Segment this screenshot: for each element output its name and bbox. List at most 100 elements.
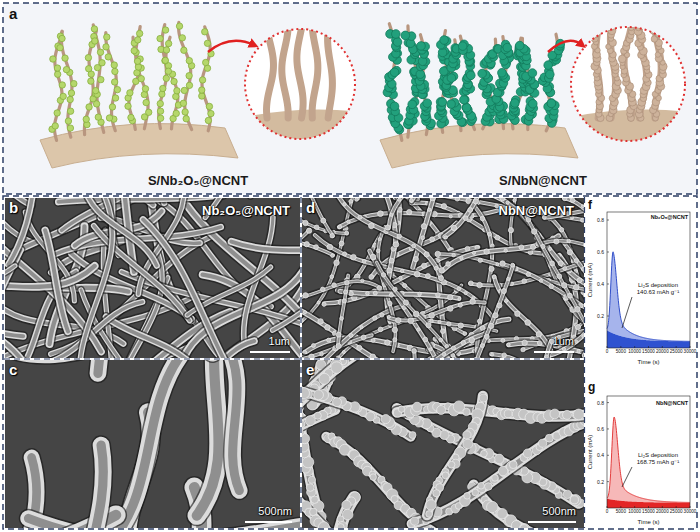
illustration-circle (445, 345, 448, 348)
illustration-circle (343, 203, 346, 206)
illustration-path (143, 219, 255, 358)
illustration-circle (381, 415, 390, 424)
illustration-circle (545, 434, 553, 442)
zoomed-nanotube (282, 18, 288, 118)
illustration-circle (425, 274, 430, 279)
illustration-circle (336, 343, 341, 348)
illustration-circle (319, 373, 330, 384)
illustration-circle (463, 408, 470, 415)
illustration-path (427, 396, 483, 515)
illustration-path (224, 360, 239, 491)
illustration-path (143, 219, 255, 358)
illustration-circle (581, 205, 584, 208)
illustration-circle (507, 343, 511, 347)
nanoparticle (52, 123, 58, 129)
zoom-view (566, 15, 690, 145)
nanoparticle (183, 116, 189, 122)
illustration-circle (481, 450, 488, 457)
illustration-path (302, 198, 333, 236)
nanoparticle (54, 110, 60, 116)
nanotube-forest (49, 22, 214, 140)
illustration-circle (325, 325, 330, 330)
illustration-circle (321, 358, 327, 359)
illustration-circle (480, 216, 484, 220)
nanoparticle (393, 38, 402, 47)
illustration-path (542, 341, 551, 358)
nanoparticle (157, 35, 163, 41)
illustration-circle (349, 199, 353, 203)
illustration-circle (519, 524, 530, 528)
nanoparticle (186, 73, 192, 79)
nanoparticle (103, 44, 109, 50)
nanoparticle (206, 103, 212, 109)
nanoparticle (199, 93, 205, 99)
illustration-circle (539, 479, 550, 490)
illustration-circle (345, 280, 350, 285)
nanoparticle (92, 38, 98, 44)
nanoparticle (59, 82, 65, 88)
illustration-circle (433, 490, 440, 497)
illustration-path (412, 421, 584, 524)
illustration-circle (562, 347, 565, 350)
nanoparticle (162, 57, 168, 63)
illustration-circle (439, 276, 444, 281)
illustration-path (272, 349, 300, 358)
illustration-circle (478, 258, 482, 262)
nanoparticle (111, 62, 117, 68)
illustration-circle (504, 249, 507, 252)
illustration-circle (435, 251, 441, 257)
sem-nanotube (302, 198, 443, 207)
illustration-circle (426, 500, 437, 511)
nanoparticle (503, 43, 512, 52)
illustration-path (377, 262, 468, 358)
panel-background (3, 3, 697, 194)
illustration-path (5, 266, 15, 282)
nanoparticle (99, 60, 105, 66)
deposition-area (607, 252, 690, 342)
nanoparticle (135, 64, 141, 70)
illustration-circle (575, 340, 578, 343)
illustration-circle (306, 228, 311, 233)
axis-tick (607, 506, 608, 508)
nanoparticle (106, 115, 112, 121)
illustration-circle (504, 410, 512, 418)
illustration-circle (463, 431, 471, 439)
illustration-circle (362, 259, 366, 263)
illustration-circle (536, 332, 541, 337)
illustration-circle (371, 338, 375, 342)
illustration-path (45, 230, 68, 331)
illustration-circle (477, 282, 482, 287)
illustration-path (297, 360, 300, 394)
illustration-path (197, 360, 226, 516)
illustration-path (356, 333, 486, 358)
zoom-view (240, 18, 362, 145)
illustration-circle (570, 496, 578, 504)
zoom-arrow (208, 41, 254, 52)
illustration-path (84, 198, 157, 266)
illustration-circle (472, 251, 475, 254)
scale-bar (245, 521, 292, 523)
nanoparticle (92, 87, 98, 93)
nanoparticle (146, 109, 152, 115)
illustration-path (412, 198, 448, 201)
nanoparticle (186, 82, 192, 88)
illustration-path (468, 265, 513, 358)
illustration-circle (360, 325, 363, 328)
plot-area (607, 396, 690, 508)
illustration-circle (311, 344, 315, 348)
illustration-path (326, 437, 432, 528)
illustration-circle (361, 335, 366, 340)
illustration-path (105, 360, 181, 528)
surface-grain (609, 19, 616, 26)
sem-nanotube (302, 228, 312, 259)
surface-grain (650, 16, 657, 23)
nanoparticle (179, 35, 185, 41)
nanoparticle (142, 86, 148, 92)
illustration-circle (347, 220, 351, 224)
illustration-circle (461, 341, 465, 345)
nanoparticle (466, 71, 475, 80)
illustration-circle (436, 293, 441, 298)
illustration-path (5, 266, 15, 282)
illustration-path (389, 198, 453, 228)
illustration-circle (458, 297, 461, 300)
